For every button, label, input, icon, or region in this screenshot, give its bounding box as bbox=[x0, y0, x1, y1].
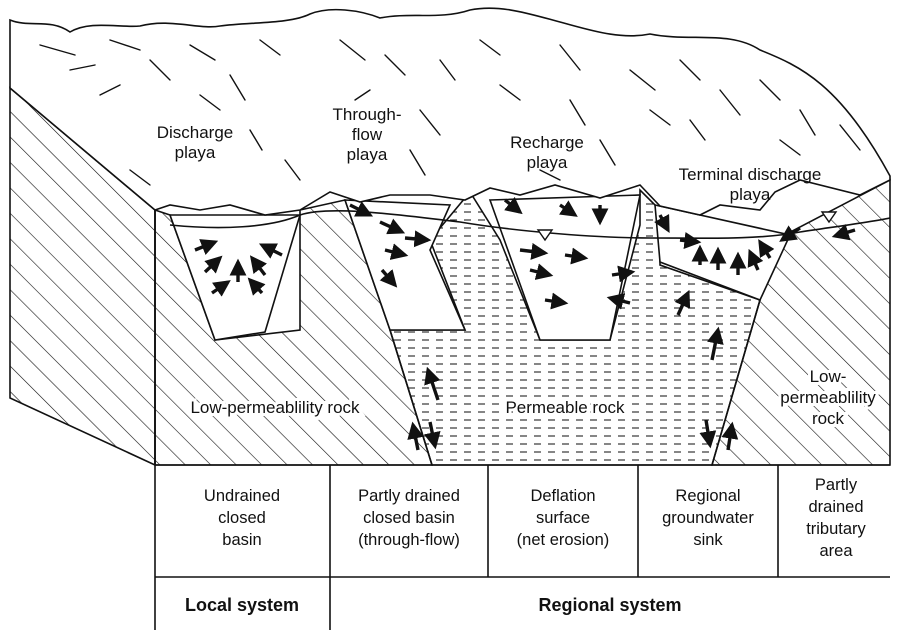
low-permeability-left-label: Low-permeablility rock bbox=[190, 398, 360, 417]
flow-arrow bbox=[405, 238, 428, 240]
system-footers: Local system Regional system bbox=[185, 595, 682, 615]
regional-system-label: Regional system bbox=[538, 595, 681, 615]
permeable-rock-label: Permeable rock bbox=[505, 398, 625, 417]
local-system-label: Local system bbox=[185, 595, 299, 615]
flow-arrow bbox=[680, 240, 698, 242]
